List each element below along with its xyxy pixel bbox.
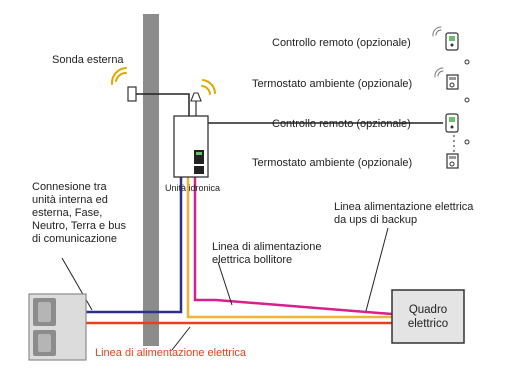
boiler-line-pointer [217,261,233,306]
thermostat-icon [446,153,459,169]
remote-control-label: Controllo remoto (opzionale) [272,37,411,49]
wifi-signal-icon [201,79,216,95]
wifi-signal-icon [432,26,444,78]
thermostat-label: Termostato ambiente (opzionale) [252,78,413,90]
connection-note-pointer [61,257,93,311]
wall [143,14,159,346]
ups-line-pointer [365,227,389,312]
hydronic-unit [173,115,209,178]
thermostat-icon [446,74,459,90]
outdoor-sensor-label: Sonda esterna [52,54,124,66]
ups-power-line [193,176,393,316]
ups-line-label: Linea alimentazione elettrica da ups di … [334,201,474,226]
connector-dot [464,139,470,145]
connection-note-label: Connesione tra unità interna ed esterna,… [32,181,126,245]
thermostat-label: Termostato ambiente (opzionale) [252,157,413,169]
boiler-line-label: Linea di alimentazione elettrica bollito… [212,241,322,266]
power-line-pointer [171,326,191,351]
sensor-cable [134,93,190,116]
electrical-panel-label: Quadro elettrico [407,304,449,330]
connector-dot [464,97,470,103]
remote-control-label: Controllo remoto (opzionale) [272,118,411,130]
remote-control-icon [445,113,459,133]
boiler-power-line [186,176,392,319]
remote-control-icon [445,32,459,51]
antenna-icon [190,92,202,116]
outdoor-sensor-device [127,86,137,102]
bus-line [86,176,183,314]
connector-dot [464,59,470,65]
wifi-signal-icon [110,67,127,85]
hydronic-unit-label: Unità idronica [165,183,221,193]
power-line-label: Linea di alimentazione elettrica [95,347,247,359]
electrical-panel-box [391,289,465,344]
outdoor-unit [28,293,87,361]
